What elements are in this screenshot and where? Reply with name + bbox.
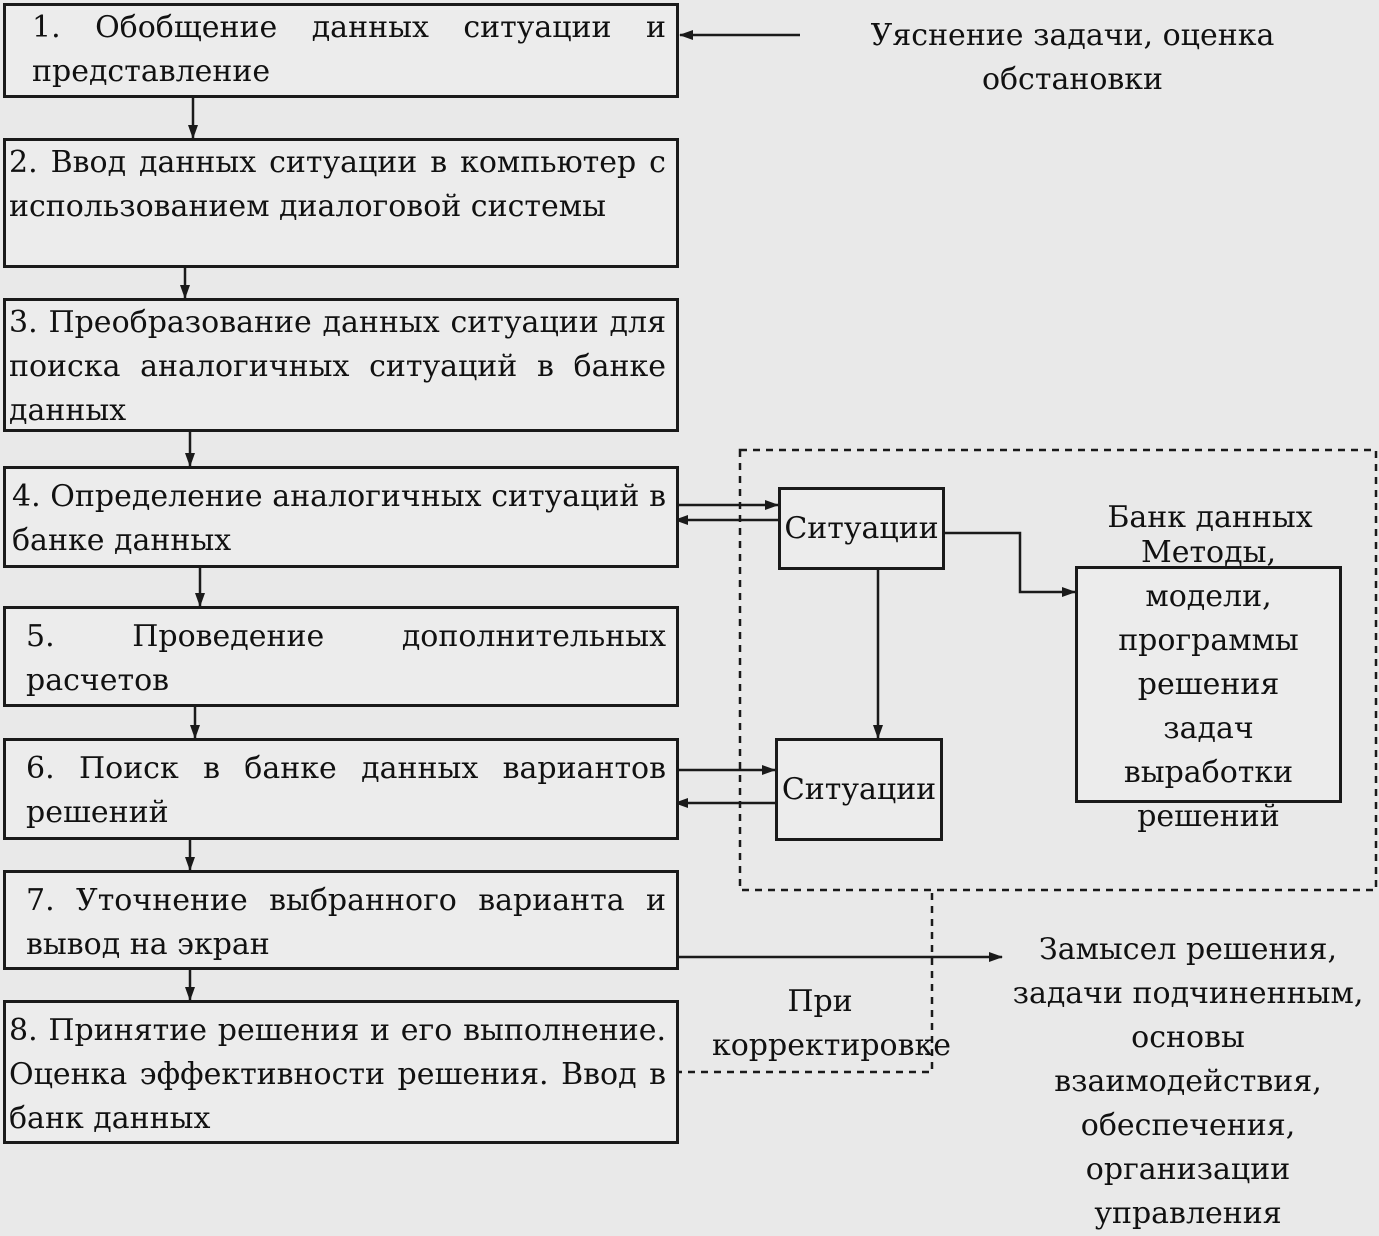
step-2-text: 2. Ввод данных ситуации в компьютер с ис…: [9, 145, 666, 224]
correction-label: При корректировке: [712, 984, 951, 1063]
step-2-box: 2. Ввод данных ситуации в компьютер с ис…: [3, 138, 679, 268]
input-note: Уяснение задачи, оценка обстановки: [870, 18, 1275, 97]
methods-text: Методы, модели, программы решения задач …: [1118, 534, 1299, 834]
situations-bottom-text: Ситуации: [781, 771, 937, 807]
step-1-box: 1. Обобщение данных ситуации и представл…: [3, 3, 679, 98]
step-7-text: 7. Уточнение выбранного варианта и вывод…: [26, 883, 666, 962]
step-7-box: 7. Уточнение выбранного варианта и вывод…: [3, 870, 679, 970]
situations-bottom-box: Ситуации: [775, 738, 943, 841]
output-note: Замысел решения, задачи подчиненным, осн…: [1012, 932, 1364, 1231]
arrow-sit-to-methods: [945, 531, 1076, 597]
correction-loop: [675, 892, 934, 1074]
step-4-text: 4. Определение аналогичных ситуаций в ба…: [12, 479, 666, 558]
diagram-connectors: [180, 30, 1378, 1074]
step-3-box: 3. Преобразование данных ситуации для по…: [3, 298, 679, 432]
step-6-text: 6. Поиск в банке данных вариантов решени…: [26, 751, 666, 830]
step-4-box: 4. Определение аналогичных ситуаций в ба…: [3, 466, 679, 568]
step-8-text: 8. Принятие решения и его выполнение. Оц…: [9, 1013, 666, 1136]
step-3-text: 3. Преобразование данных ситуации для по…: [9, 305, 666, 428]
data-bank-title: Банк данных: [1107, 500, 1313, 535]
situations-top-text: Ситуации: [784, 510, 939, 546]
step-8-box: 8. Принятие решения и его выполнение. Оц…: [3, 1000, 679, 1144]
step-5-text: 5. Проведение дополнительных расчетов: [26, 619, 666, 698]
step-5-box: 5. Проведение дополнительных расчетов: [3, 606, 679, 707]
methods-box: Методы, модели, программы решения задач …: [1075, 535, 1342, 834]
data-bank-outline: [738, 448, 1378, 892]
situations-top-box: Ситуации: [778, 487, 945, 570]
step-1-text: 1. Обобщение данных ситуации и представл…: [32, 10, 666, 89]
step-6-box: 6. Поиск в банке данных вариантов решени…: [3, 738, 679, 840]
